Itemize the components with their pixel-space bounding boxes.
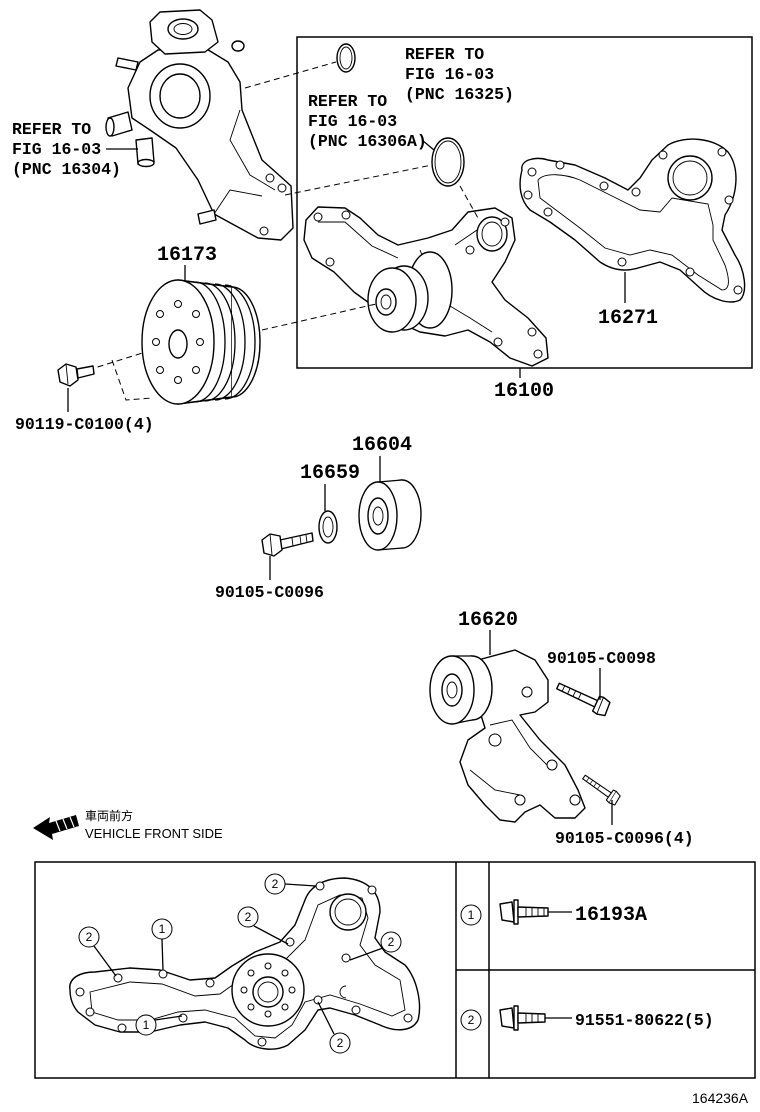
idler-pulley — [358, 479, 422, 551]
reference-line-3: (PNC 16304) — [12, 160, 121, 179]
callout-number: 2 — [388, 935, 395, 949]
water-pump-gasket — [519, 138, 746, 303]
reference-line-2: FIG 16-03 — [405, 65, 494, 84]
part-number-idler-washer: 16659 — [300, 462, 360, 485]
callout-number: 2 — [86, 930, 93, 944]
bolt-key-number: 2 — [468, 1013, 475, 1027]
figure-id: 164236A — [692, 1090, 749, 1106]
callout-bolt-2: 2 — [380, 931, 402, 953]
callout-bolt-1: 1 — [135, 1014, 157, 1036]
part-number-pulley: 16173 — [157, 244, 217, 267]
part-number-water-pump: 16100 — [494, 380, 554, 403]
callout-bolt-2: 2 — [78, 926, 100, 948]
o-ring-large — [431, 137, 465, 187]
callout-number: 2 — [245, 910, 252, 924]
callout-number: 1 — [143, 1018, 150, 1032]
reference-pnc-16304: REFER TO FIG 16-03 (PNC 16304) — [12, 120, 121, 179]
belt-tensioner — [429, 649, 586, 823]
bolt-key-part-number: 16193A — [575, 904, 647, 927]
vehicle-front-label: VEHICLE FRONT SIDE — [85, 826, 223, 841]
reference-line-2: FIG 16-03 — [308, 112, 397, 131]
callout-number: 2 — [272, 877, 279, 891]
part-number-pulley-bolt: 90119-C0100(4) — [15, 415, 154, 434]
flange-bolt-icon — [499, 899, 549, 925]
callout-bolt-2: 2 — [329, 1032, 351, 1054]
part-number-idler-pulley: 16604 — [352, 434, 412, 457]
water-inlet-housing — [105, 9, 294, 241]
pulley-bolt — [57, 363, 95, 387]
callout-number: 2 — [337, 1036, 344, 1050]
callout-number: 1 — [159, 922, 166, 936]
flange-bolt-icon — [499, 1005, 546, 1031]
bolt-location-key: 2 2 2 2 2 1 1 — [34, 861, 756, 1079]
reference-pnc-16306a: REFER TO FIG 16-03 (PNC 16306A) — [308, 92, 427, 151]
bolt-key-row-1: 1 16193A — [460, 899, 647, 927]
water-pump-pulley — [141, 279, 261, 405]
callout-bolt-2: 2 — [264, 873, 286, 895]
callout-bolt-2: 2 — [237, 906, 259, 928]
tensioner-bolt-lower — [579, 770, 623, 807]
idler-bolt — [261, 532, 314, 557]
reference-line-1: REFER TO — [12, 120, 91, 139]
reference-line-1: REFER TO — [405, 45, 484, 64]
part-number-tensioner-bolt-lower: 90105-C0096(4) — [555, 829, 694, 848]
bolt-key-number: 1 — [468, 908, 475, 922]
part-number-idler-bolt: 90105-C0096 — [215, 583, 324, 602]
bolt-location-diagram: 2 2 2 2 2 1 1 — [69, 873, 421, 1054]
reference-line-3: (PNC 16325) — [405, 85, 514, 104]
o-ring-small — [336, 43, 356, 73]
vehicle-front-label-japanese: 車両前方 — [85, 808, 133, 823]
reference-line-3: (PNC 16306A) — [308, 132, 427, 151]
part-number-gasket: 16271 — [598, 307, 658, 330]
water-pump-assembly-frame — [296, 36, 753, 369]
water-pump — [303, 206, 549, 367]
vehicle-front-indicator: 車両前方 VEHICLE FRONT SIDE — [33, 808, 223, 841]
bolt-key-row-2: 2 91551-80622(5) — [460, 1005, 714, 1031]
bolt-key-part-number: 91551-80622(5) — [575, 1011, 714, 1030]
direction-arrow-icon — [33, 815, 79, 840]
alignment-lines — [87, 61, 479, 401]
part-number-tensioner: 16620 — [458, 609, 518, 632]
leader-lines — [67, 139, 626, 825]
idler-washer — [318, 510, 338, 544]
tensioner-bolt-upper — [553, 677, 613, 719]
reference-line-1: REFER TO — [308, 92, 387, 111]
reference-pnc-16325: REFER TO FIG 16-03 (PNC 16325) — [405, 45, 514, 104]
reference-line-2: FIG 16-03 — [12, 140, 101, 159]
callout-bolt-1: 1 — [151, 918, 173, 940]
part-number-tensioner-bolt-upper: 90105-C0098 — [547, 649, 656, 668]
